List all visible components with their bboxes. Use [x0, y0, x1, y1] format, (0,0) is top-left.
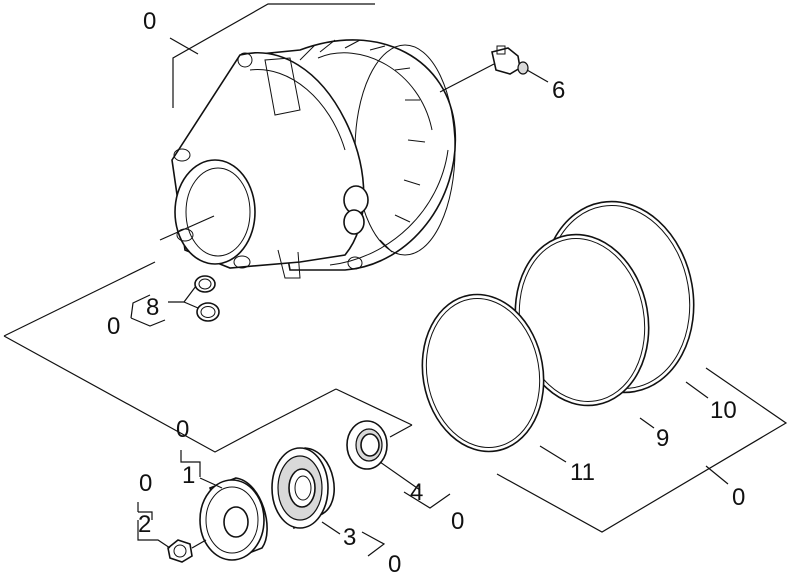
- label-part-9: 9: [656, 425, 669, 452]
- label-part-4: 4: [410, 479, 423, 506]
- bearing-shield-part-1: [199, 477, 268, 561]
- label-part-4-assembly: 0: [451, 508, 464, 535]
- label-part-2-assembly: 0: [139, 470, 152, 497]
- motor-housing: [159, 39, 457, 279]
- callout-labels: 0 6 8 0 0 1 0 2 3 0 4 0 9 10 11 0: [107, 8, 745, 578]
- label-part-10: 10: [710, 397, 737, 424]
- shaft-seal-part-4: [346, 420, 451, 509]
- label-part-8: 8: [146, 294, 159, 321]
- ball-bearing-part-3: [271, 447, 386, 557]
- label-part-1: 1: [182, 462, 195, 489]
- label-part-11: 11: [570, 459, 595, 486]
- part-8-bracket: [130, 294, 166, 327]
- housing-assembly-frame: [3, 3, 375, 453]
- label-part-8-assembly: 0: [107, 313, 120, 340]
- part-1-bracket: [180, 450, 201, 477]
- label-part-3: 3: [343, 524, 356, 551]
- connector-part-6: [439, 45, 549, 93]
- label-part-3-assembly: 0: [388, 551, 401, 578]
- label-housing-assembly: 0: [143, 8, 156, 35]
- label-part-1-assembly: 0: [176, 416, 189, 443]
- bearing-assembly-frame: [259, 388, 413, 438]
- screw-part-2: [137, 502, 207, 563]
- large-ring-part-11: [421, 293, 545, 453]
- label-part-6: 6: [552, 77, 565, 104]
- seal-leader-lines: [496, 367, 788, 533]
- label-part-2: 2: [138, 511, 151, 538]
- o-rings-part-8: [168, 275, 220, 322]
- label-seal-assembly: 0: [732, 484, 745, 511]
